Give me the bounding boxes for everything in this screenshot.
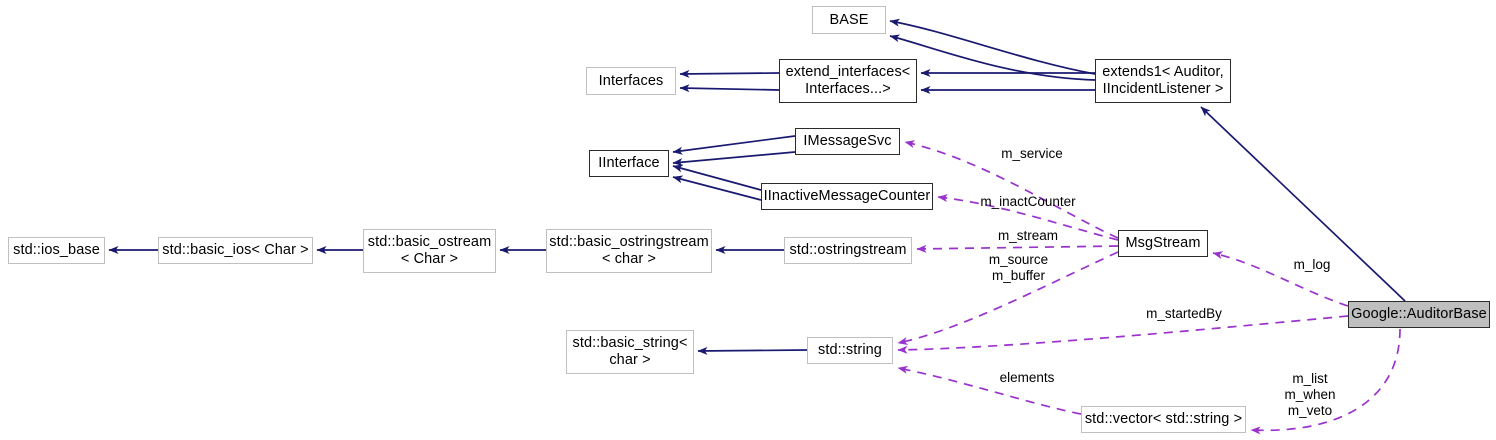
node-extends1-auditor-iincidentlistener[interactable]: extends1< Auditor, IIncidentListener >: [1095, 59, 1231, 103]
node-std-vector-string[interactable]: std::vector< std::string >: [1081, 406, 1246, 433]
edge-extends1-base-a: [889, 18, 1096, 75]
node-std-ios-base[interactable]: std::ios_base: [8, 237, 105, 264]
edge-extends1-base-b: [889, 34, 1096, 81]
node-std-basic-ostream[interactable]: std::basic_ostream < Char >: [363, 229, 496, 273]
edge-extendifaces-interfaces-a: [679, 69, 780, 78]
node-std-ostringstream[interactable]: std::ostringstream: [784, 237, 912, 264]
edge-label-elements: elements: [999, 370, 1055, 385]
node-iinterface[interactable]: IInterface: [589, 150, 669, 177]
edge-iinactive-iinterface-b: [672, 175, 762, 201]
edge-imessagesvc-iinterface-b: [672, 151, 796, 167]
node-imessagesvc[interactable]: IMessageSvc: [795, 128, 900, 155]
edge-label-m-service: m_service: [1001, 146, 1063, 161]
node-std-basic-string[interactable]: std::basic_string< char >: [566, 330, 694, 374]
node-interfaces[interactable]: Interfaces: [586, 67, 676, 95]
node-base[interactable]: BASE: [812, 6, 886, 34]
node-std-string[interactable]: std::string: [807, 337, 893, 364]
edge-label-m-log: m_log: [1293, 257, 1331, 272]
node-std-basic-ostringstream[interactable]: std::basic_ostringstream < char >: [546, 229, 712, 273]
edge-auditorbase-string: [897, 315, 1349, 354]
node-extend-interfaces[interactable]: extend_interfaces< Interfaces...>: [779, 59, 917, 103]
node-std-basic-ios[interactable]: std::basic_ios< Char >: [158, 237, 313, 264]
edge-label-m-stream: m_stream: [997, 228, 1058, 243]
edge-label-m-inactcounter: m_inactCounter: [980, 194, 1076, 209]
edge-label-m-list-m-when-m-veto: m_list m_when m_veto: [1284, 371, 1336, 418]
edge-label-m-source-m-buffer: m_source m_buffer: [988, 252, 1049, 283]
node-msgstream[interactable]: MsgStream: [1118, 230, 1208, 257]
edge-extendifaces-interfaces-b: [679, 84, 780, 93]
edge-imessagesvc-iinterface-a: [672, 135, 796, 155]
node-google-auditorbase[interactable]: Google::AuditorBase: [1348, 301, 1490, 328]
edge-label-m-startedby: m_startedBy: [1146, 306, 1222, 321]
node-iinactivemessagecounter[interactable]: IInactiveMessageCounter: [761, 183, 933, 210]
edge-string-basicstring: [697, 346, 808, 355]
edge-msgstream-ostringstream: [916, 244, 1119, 253]
edge-iinactive-iinterface-a: [672, 164, 762, 191]
